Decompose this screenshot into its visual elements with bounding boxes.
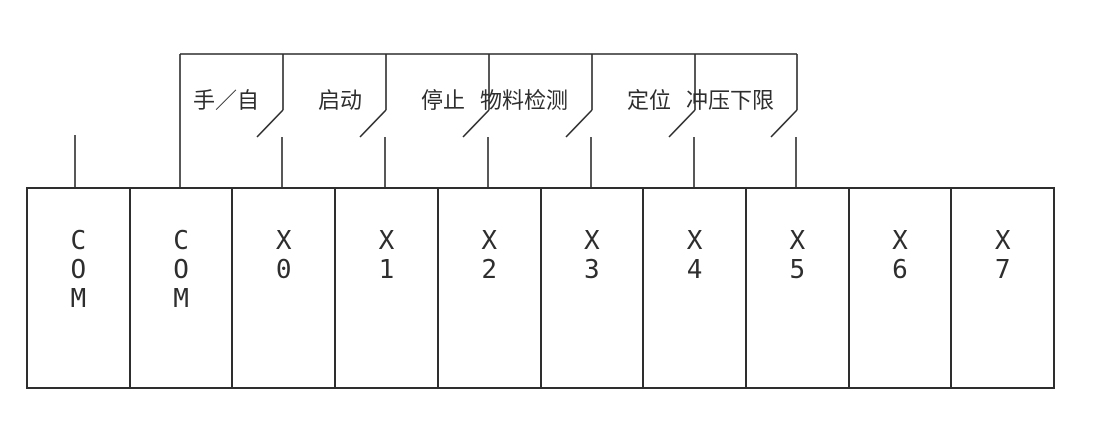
switch-symbol-x4 [668, 54, 696, 188]
terminal-com2: COM [131, 189, 234, 387]
switch-label-x1: 启动 [317, 89, 362, 114]
switch-blade [462, 109, 490, 138]
switch-symbol-x2 [462, 54, 490, 188]
terminal-label: X2 [481, 226, 497, 285]
terminal-label: X0 [275, 226, 292, 285]
switch-label-x4: 定位 [626, 89, 671, 114]
terminal-x2: X2 [439, 189, 542, 387]
terminal-x6: X6 [850, 189, 953, 387]
switch-symbol-x5 [770, 54, 798, 188]
terminal-label: X5 [789, 226, 806, 285]
terminal-label: COM [70, 226, 87, 314]
terminal-label: X1 [378, 226, 395, 285]
switch-blade [770, 109, 798, 138]
terminal-label: X7 [994, 226, 1011, 285]
terminal-label: X3 [584, 226, 600, 285]
terminal-x1: X1 [336, 189, 439, 387]
switch-symbol-x1 [359, 54, 387, 188]
switch-label-x2: 停止 [420, 89, 465, 114]
terminal-label: X6 [892, 226, 908, 285]
switch-blade [668, 109, 696, 138]
terminal-x0: X0 [233, 189, 337, 387]
terminal-com1: COM [28, 189, 131, 387]
terminal-label: COM [173, 226, 189, 314]
switch-blade [256, 109, 284, 138]
switch-label-x0: 手／自 [192, 89, 259, 114]
terminal-x5: X5 [747, 189, 850, 387]
switch-blade [565, 109, 593, 138]
switch-symbol-x0 [256, 54, 284, 188]
switch-blade [359, 109, 387, 138]
terminal-strip: COM COM X0 X1 X2 X3 X4 X5 X6 X7 [26, 187, 1055, 389]
terminal-label: X4 [686, 226, 703, 285]
switch-label-x3: 物料检测 [479, 89, 568, 114]
switch-symbol-x3 [565, 54, 593, 188]
terminal-x7: X7 [952, 189, 1053, 387]
terminal-x4: X4 [644, 189, 747, 387]
switch-label-x5: 冲压下限 [685, 89, 774, 114]
terminal-x3: X3 [542, 189, 645, 387]
